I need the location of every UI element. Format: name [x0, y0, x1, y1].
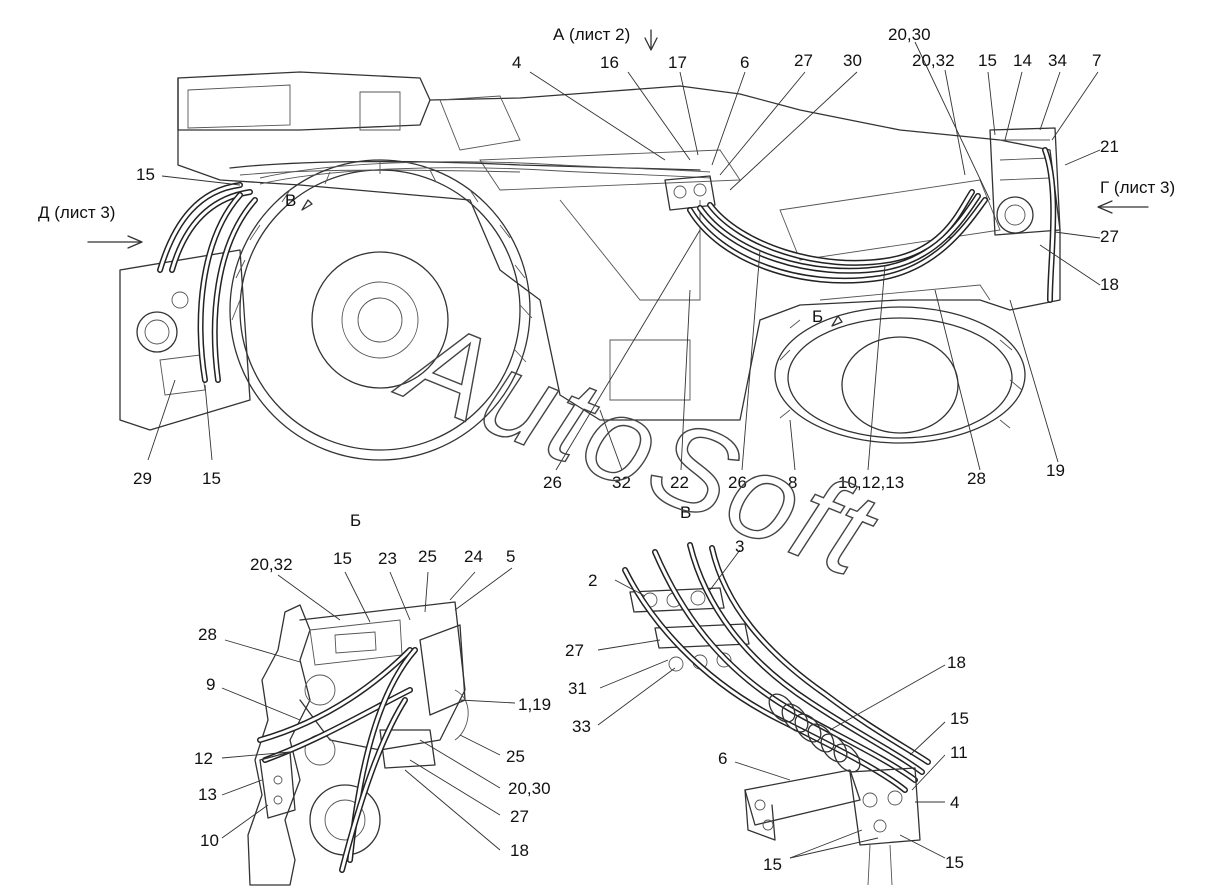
callout: 14 [1013, 51, 1032, 70]
callout: 26 [543, 473, 562, 492]
callout: 15 [136, 165, 155, 184]
callout: 15 [202, 469, 221, 488]
callout: 5 [506, 547, 515, 566]
watermark: AutoSoft [382, 292, 895, 603]
callout: 25 [418, 547, 437, 566]
callout: 4 [512, 53, 521, 72]
callout: 21 [1100, 137, 1119, 156]
callout: 3 [735, 537, 744, 556]
front-wheel [774, 306, 1026, 444]
callout: 31 [568, 679, 587, 698]
callout: 15 [763, 855, 782, 874]
callout: 15 [978, 51, 997, 70]
callout: 27 [510, 807, 529, 826]
callout: 6 [718, 749, 727, 768]
callout: 15 [333, 549, 352, 568]
callout: 30 [843, 51, 862, 70]
callout: 20,30 [508, 779, 551, 798]
callout: 12 [194, 749, 213, 768]
callout: 29 [133, 469, 152, 488]
callout: 25 [506, 747, 525, 766]
callout: 7 [1092, 51, 1101, 70]
callout: 33 [572, 717, 591, 736]
callout: 27 [794, 51, 813, 70]
callout: 28 [198, 625, 217, 644]
callout: 4 [950, 793, 959, 812]
callout: 23 [378, 549, 397, 568]
callout: 9 [206, 675, 215, 694]
callout: 34 [1048, 51, 1067, 70]
view-mark-b: Б [812, 307, 823, 326]
callout: 10,12,13 [838, 473, 904, 492]
callout: 18 [947, 653, 966, 672]
view-ref-a: А (лист 2) [553, 25, 630, 44]
callout: 18 [1100, 275, 1119, 294]
callout: 19 [1046, 461, 1065, 480]
callout: 27 [565, 641, 584, 660]
callout: 15 [945, 853, 964, 872]
callout: 11 [950, 743, 968, 762]
callout: 15 [950, 709, 969, 728]
callout: 1,19 [518, 695, 551, 714]
callout: 27 [1100, 227, 1119, 246]
callout: 2 [588, 571, 597, 590]
callout: 10 [200, 831, 219, 850]
callout: 26 [728, 473, 747, 492]
callout: 6 [740, 53, 749, 72]
callout: 17 [668, 53, 687, 72]
callout: 20,32 [250, 555, 293, 574]
view-b-title: Б [350, 511, 361, 530]
view-ref-d: Д (лист 3) [38, 203, 115, 222]
callout: 22 [670, 473, 689, 492]
view-v: В [565, 503, 969, 886]
spiral-guard [768, 693, 861, 773]
callout: 32 [612, 473, 631, 492]
main-view: А (лист 2) Д (лист 3) Г (лист 3) Б В 4 1… [38, 25, 1175, 492]
callout: 18 [510, 841, 529, 860]
callout: 24 [464, 547, 483, 566]
callout: 20,30 [888, 25, 931, 44]
view-v-title: В [680, 503, 691, 522]
callout: 13 [198, 785, 217, 804]
callout: 28 [967, 469, 986, 488]
leader-lines-main [147, 41, 1101, 471]
view-ref-g: Г (лист 3) [1100, 178, 1175, 197]
callout: 16 [600, 53, 619, 72]
callout: 20,32 [912, 51, 955, 70]
callout: 8 [788, 473, 797, 492]
view-b: Б [194, 511, 551, 886]
view-mark-v: В [285, 191, 296, 210]
